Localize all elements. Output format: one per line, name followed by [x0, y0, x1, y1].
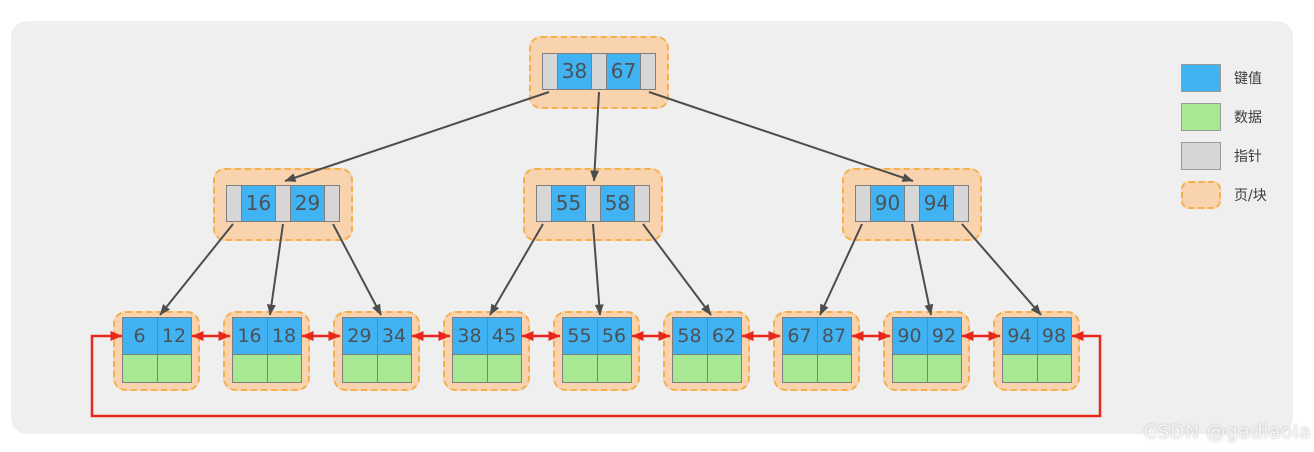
key-cell: 6	[122, 318, 157, 354]
key-cell: 38	[557, 54, 592, 89]
key-cell: 92	[926, 318, 961, 354]
leaf-node: 58 62	[671, 317, 742, 383]
data-cell	[1036, 354, 1071, 382]
pointer-cell	[543, 54, 557, 89]
legend: 键值 数据 指针 页/块	[1181, 64, 1267, 209]
key-cell: 90	[892, 318, 927, 354]
leaf-node: 38 45	[451, 317, 522, 383]
page-block-root: 38 67	[529, 36, 669, 109]
data-cell	[232, 354, 267, 382]
key-cell: 58	[672, 318, 707, 354]
data-cell	[672, 354, 707, 382]
key-cell: 16	[232, 318, 267, 354]
pointer-cell	[635, 186, 649, 221]
page-block-leaf: 58 62	[663, 311, 750, 391]
pointer-cell	[586, 186, 600, 221]
page-block-leaf: 67 87	[773, 311, 860, 391]
pointer-cell	[905, 186, 919, 221]
key-cell: 67	[782, 318, 817, 354]
internal-node: 16 29	[226, 185, 340, 222]
key-cell: 55	[562, 318, 597, 354]
key-cell: 56	[596, 318, 631, 354]
key-cell: 87	[816, 318, 851, 354]
data-cell	[376, 354, 411, 382]
pointer-swatch	[1181, 142, 1221, 170]
key-cell: 45	[486, 318, 521, 354]
key-cell: 90	[870, 186, 905, 221]
legend-item-data: 数据	[1181, 103, 1267, 131]
key-cell: 67	[606, 54, 641, 89]
page-block-leaf: 55 56	[553, 311, 640, 391]
pointer-cell	[325, 186, 339, 221]
key-cell: 34	[376, 318, 411, 354]
data-cell	[342, 354, 377, 382]
page-block-leaf: 29 34	[333, 311, 420, 391]
legend-item-key: 键值	[1181, 64, 1267, 92]
data-cell	[1002, 354, 1037, 382]
legend-item-page: 页/块	[1181, 181, 1267, 209]
key-cell: 16	[241, 186, 276, 221]
page-block-leaf: 6 12	[113, 311, 200, 391]
pointer-cell	[537, 186, 551, 221]
internal-node: 90 94	[855, 185, 969, 222]
key-cell: 38	[452, 318, 487, 354]
data-cell	[816, 354, 851, 382]
key-cell: 29	[342, 318, 377, 354]
key-cell: 94	[919, 186, 954, 221]
legend-label: 数据	[1234, 110, 1262, 126]
page-block-internal-right: 90 94	[842, 168, 982, 241]
pointer-cell	[641, 54, 655, 89]
data-swatch	[1181, 103, 1221, 131]
pointer-cell	[592, 54, 606, 89]
legend-label: 指针	[1234, 149, 1262, 165]
key-cell: 94	[1002, 318, 1037, 354]
legend-label: 页/块	[1234, 188, 1267, 204]
data-cell	[156, 354, 191, 382]
data-cell	[596, 354, 631, 382]
data-cell	[486, 354, 521, 382]
page-block-internal-middle: 55 58	[523, 168, 663, 241]
leaf-node: 90 92	[891, 317, 962, 383]
pointer-cell	[856, 186, 870, 221]
data-cell	[926, 354, 961, 382]
page-swatch	[1181, 181, 1221, 209]
data-cell	[892, 354, 927, 382]
leaf-node: 67 87	[781, 317, 852, 383]
page-block-leaf: 94 98	[993, 311, 1080, 391]
legend-item-pointer: 指针	[1181, 142, 1267, 170]
key-cell: 18	[266, 318, 301, 354]
leaf-node: 55 56	[561, 317, 632, 383]
leaf-node: 16 18	[231, 317, 302, 383]
watermark: CSDN @gadiaola	[1143, 421, 1311, 443]
data-cell	[122, 354, 157, 382]
leaf-node: 6 12	[121, 317, 192, 383]
key-cell: 12	[156, 318, 191, 354]
pointer-cell	[227, 186, 241, 221]
data-cell	[562, 354, 597, 382]
leaf-node: 29 34	[341, 317, 412, 383]
legend-label: 键值	[1234, 71, 1262, 87]
key-cell: 98	[1036, 318, 1071, 354]
page-block-leaf: 16 18	[223, 311, 310, 391]
internal-node: 55 58	[536, 185, 650, 222]
key-cell: 29	[290, 186, 325, 221]
data-cell	[782, 354, 817, 382]
pointer-cell	[954, 186, 968, 221]
key-cell: 62	[706, 318, 741, 354]
key-cell: 58	[600, 186, 635, 221]
page-block-leaf: 90 92	[883, 311, 970, 391]
page-block-internal-left: 16 29	[213, 168, 353, 241]
pointer-cell	[276, 186, 290, 221]
leaf-node: 94 98	[1001, 317, 1072, 383]
key-cell: 55	[551, 186, 586, 221]
data-cell	[452, 354, 487, 382]
root-node: 38 67	[542, 53, 656, 90]
data-cell	[706, 354, 741, 382]
key-swatch	[1181, 64, 1221, 92]
data-cell	[266, 354, 301, 382]
page-block-leaf: 38 45	[443, 311, 530, 391]
